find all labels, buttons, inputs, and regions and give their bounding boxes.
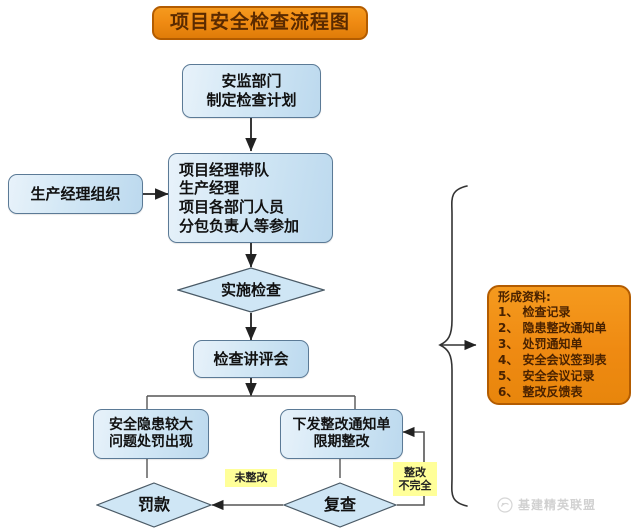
results-item-3: 3、 处罚通知单	[498, 337, 583, 352]
results-item-1: 1、 检查记录	[498, 305, 571, 320]
edge-label-incomplete-line-1: 整改	[404, 465, 426, 479]
results-item-6: 6、 整改反馈表	[498, 384, 583, 399]
node-fine[interactable]: 罚款	[96, 482, 212, 528]
diamond-shape-recheck	[283, 482, 397, 528]
node-participants-line-1: 项目经理带队	[179, 160, 270, 179]
node-major-hazard-line-2: 问题处罚出现	[109, 434, 193, 450]
node-participants[interactable]: 项目经理带队 生产经理 项目各部门人员 分包负责人等参加	[168, 153, 333, 243]
results-item-2: 2、 隐患整改通知单	[498, 321, 607, 336]
watermark-text: 基建精英联盟	[518, 498, 597, 512]
watermark: 基建精英联盟	[497, 496, 596, 513]
node-organizer[interactable]: 生产经理组织	[8, 174, 143, 214]
node-review-meeting-label: 检查讲评会	[213, 349, 289, 368]
node-fine-label: 罚款	[137, 495, 170, 514]
node-rectify-notice[interactable]: 下发整改通知单 限期整改	[280, 409, 403, 459]
node-inspect[interactable]: 实施检查	[177, 267, 325, 313]
diamond-shape-fine	[96, 482, 212, 528]
node-plan-line-1: 安监部门	[221, 72, 282, 91]
node-plan-line-2: 制定检查计划	[206, 91, 297, 109]
node-major-hazard[interactable]: 安全隐患较大 问题处罚出现	[93, 409, 209, 459]
results-item-5: 5、 安全会议记录	[498, 368, 595, 383]
node-participants-line-3: 项目各部门人员	[179, 198, 285, 216]
node-rectify-notice-line-2: 限期整改	[313, 434, 370, 450]
node-recheck[interactable]: 复查	[283, 482, 397, 528]
edge-label-incomplete-line-2: 不完全	[398, 479, 432, 492]
results-box[interactable]: 形成资料: 1、 检查记录 2、 隐患整改通知单 3、 处罚通知单 4、 安全会…	[487, 285, 631, 405]
node-inspect-label: 实施检查	[220, 280, 281, 299]
results-heading: 形成资料:	[498, 289, 551, 304]
chart-title-text: 项目安全检查流程图	[169, 11, 350, 34]
node-participants-line-4: 分包负责人等参加	[179, 216, 300, 235]
results-item-4: 4、 安全会议签到表	[498, 352, 607, 367]
node-participants-line-2: 生产经理	[179, 179, 240, 198]
diamond-shape-inspect	[177, 267, 325, 313]
node-plan[interactable]: 安监部门 制定检查计划	[182, 64, 321, 118]
node-major-hazard-line-1: 安全隐患较大	[109, 416, 193, 433]
edge-label-not-rectified: 未整改	[225, 469, 277, 487]
edge-label-incomplete: 整改 不完全	[393, 462, 437, 496]
edge-label-not-rectified-text: 未整改	[234, 471, 268, 484]
brand-logo-icon	[497, 496, 513, 513]
node-recheck-label: 复查	[323, 495, 356, 514]
node-review-meeting[interactable]: 检查讲评会	[193, 340, 309, 378]
node-organizer-label: 生产经理组织	[30, 184, 121, 203]
chart-title: 项目安全检查流程图	[152, 6, 368, 40]
node-rectify-notice-line-1: 下发整改通知单	[292, 416, 391, 433]
